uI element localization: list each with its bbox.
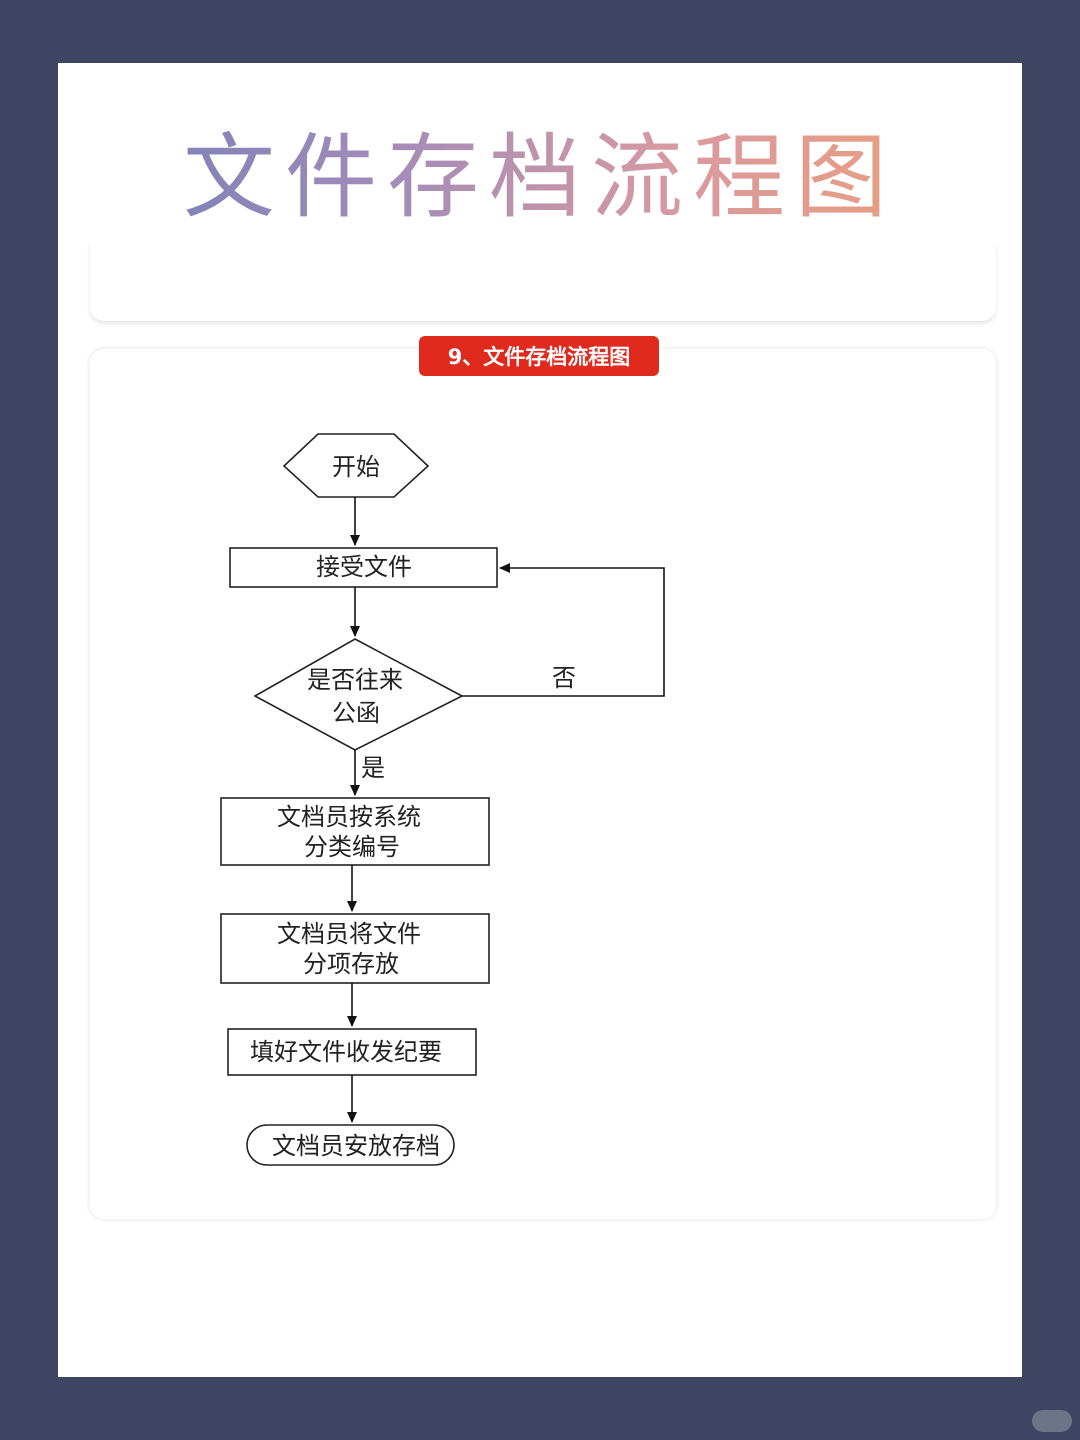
section-badge: 9、文件存档流程图 <box>419 336 659 376</box>
record-label: 填好文件收发纪要 <box>250 1038 442 1066</box>
page-title: 文件存档流程图 <box>58 103 1022 236</box>
decision-label-line2: 公函 <box>332 699 380 727</box>
yes-label: 是 <box>361 754 385 782</box>
decision-node <box>253 638 464 751</box>
receive-node <box>229 547 498 588</box>
classify-label-line1: 文档员按系统 <box>277 803 421 831</box>
store-node <box>220 913 490 984</box>
archive-label: 文档员安放存档 <box>272 1132 440 1160</box>
classify-label-line2: 分类编号 <box>304 833 400 861</box>
flowchart: 开始 接受文件 是否往来 公函 否 是 文档员按系统 分类编号 文档员将文件 分… <box>220 433 665 1166</box>
edge-no-loop <box>462 563 665 697</box>
start-label: 开始 <box>332 453 380 481</box>
header-card <box>90 243 996 321</box>
receive-label: 接受文件 <box>316 553 412 581</box>
watermark-logo <box>1032 1410 1072 1432</box>
no-label: 否 <box>552 664 576 692</box>
classify-node <box>220 797 490 866</box>
store-label-line2: 分项存放 <box>303 950 399 978</box>
start-node <box>282 433 430 498</box>
decision-label-line1: 是否往来 <box>307 666 403 694</box>
store-label-line1: 文档员将文件 <box>277 920 421 948</box>
archive-node <box>246 1124 455 1166</box>
page-sheet: 文件存档流程图 9、文件存档流程图 开始 接受文件 是否往来 公函 否 是 文 <box>58 63 1022 1377</box>
